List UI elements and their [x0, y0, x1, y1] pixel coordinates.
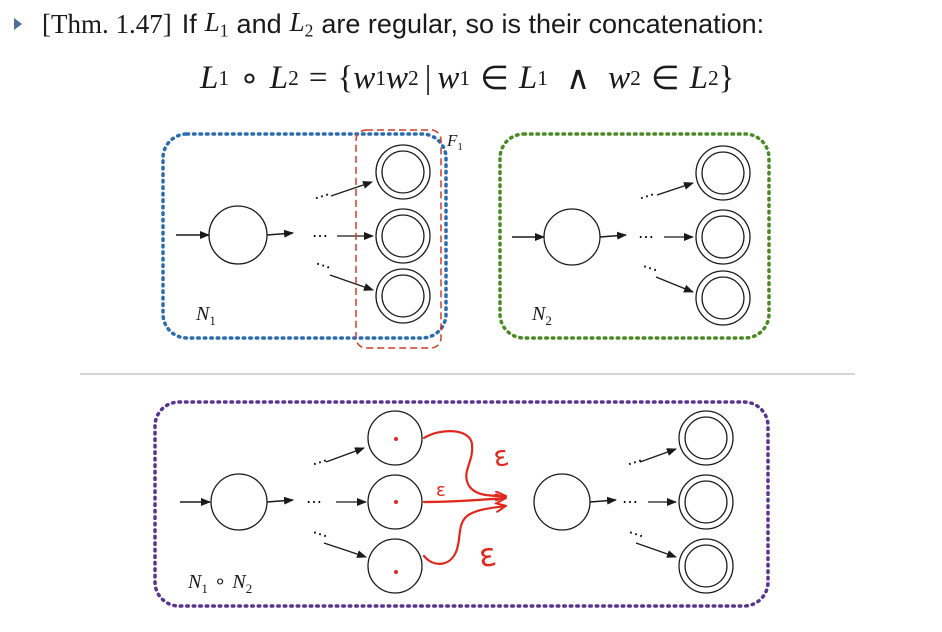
composite-boundary	[153, 400, 770, 608]
statement-rest: are regular, so is their concatenation:	[321, 8, 765, 39]
composite-label: N1∘N2	[187, 571, 252, 596]
theorem-statement: [Thm. 1.47] If L1 and L2 are regular, so…	[14, 2, 764, 46]
F1-label: F1	[446, 131, 463, 153]
epsilon-annotations: ε ε ε	[394, 430, 512, 575]
svg-text:⋯: ⋯	[310, 524, 330, 545]
epsilon-transition-top	[422, 430, 505, 496]
bullet-arrow-icon	[14, 18, 22, 30]
N2-boundary	[498, 132, 771, 340]
N2-start-state	[543, 208, 601, 266]
epsilon-transition-bottom	[422, 506, 505, 565]
composite-accept-state-3	[678, 538, 734, 594]
N2-label: N2	[531, 303, 552, 328]
red-dot-2	[394, 500, 398, 504]
epsilon-label-top: ε	[491, 439, 512, 474]
composite-mid-state-1	[367, 410, 423, 466]
svg-text:⋯: ⋯	[622, 494, 638, 511]
composite-start-state	[210, 473, 268, 531]
N1-dots-mid: ⋯	[312, 228, 328, 245]
svg-text:⋯: ⋯	[640, 258, 660, 279]
N1-out-arrow	[266, 229, 294, 238]
N1-start-state	[208, 205, 268, 265]
symbol-L1: L1	[204, 6, 229, 41]
epsilon-label-bottom: ε	[476, 535, 498, 575]
N1-dots-top: ⋯	[312, 186, 332, 207]
N2-accept-state-2	[695, 209, 751, 265]
composite-accept-state-2	[678, 474, 734, 530]
word-if: If	[181, 8, 197, 39]
word-and: and	[236, 8, 282, 39]
nfa-N2: ⋯ ⋯ ⋯ N2	[498, 132, 771, 340]
N1-accept-state-2	[375, 208, 431, 264]
nfa-N1: ⋯ ⋯ ⋯ F1 N1	[161, 129, 463, 349]
nfa-composite: ⋯ ⋯ ⋯ ⋯ ⋯ ⋯ N1∘N2	[153, 400, 770, 608]
composite-mid-state-3	[367, 538, 423, 594]
epsilon-transition-mid	[422, 498, 505, 502]
N1-accept-state-3	[375, 268, 431, 324]
svg-text:⋯: ⋯	[626, 524, 646, 545]
red-dot-1	[394, 437, 398, 441]
N1-accept-state-1	[375, 144, 431, 200]
svg-text:⋯: ⋯	[637, 186, 657, 207]
svg-text:⋯: ⋯	[625, 452, 645, 473]
symbol-L2: L2	[289, 6, 314, 41]
N1-boundary	[161, 132, 448, 340]
N1-label: N1	[195, 303, 216, 328]
composite-accept-state-1	[678, 410, 734, 466]
composite-mid-state-2	[367, 474, 423, 530]
theorem-ref: [Thm. 1.47]	[42, 8, 172, 39]
N2-accept-state-3	[695, 270, 751, 326]
red-dot-3	[394, 570, 398, 574]
composite-N2-start-state	[533, 473, 591, 531]
svg-text:⋯: ⋯	[310, 452, 330, 473]
epsilon-label-mid: ε	[436, 480, 446, 501]
F1-accept-set-boundary	[355, 129, 442, 349]
svg-text:⋯: ⋯	[306, 494, 322, 511]
N1-dots-bot: ⋯	[313, 256, 333, 277]
svg-text:⋯: ⋯	[638, 229, 654, 246]
N2-accept-state-1	[695, 145, 751, 201]
